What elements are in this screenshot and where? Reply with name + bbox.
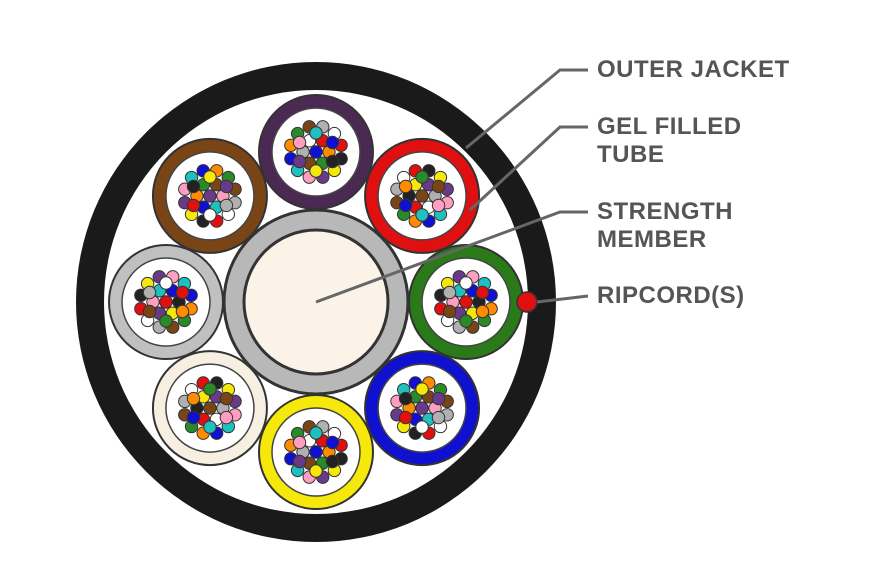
ripcord-leader-line	[536, 294, 589, 304]
gel-filled-tube	[258, 394, 374, 510]
fiber	[398, 179, 413, 194]
strength-member-label-line1: STRENGTH	[597, 198, 733, 225]
fiber	[186, 391, 201, 406]
fiber	[219, 198, 234, 213]
gel-filled-tube-label: GEL FILLED TUBE	[597, 113, 742, 169]
fiber	[415, 382, 429, 396]
fiber	[398, 198, 413, 213]
strength-member-leader-line	[315, 210, 588, 304]
fiber	[309, 126, 323, 140]
fiber	[159, 314, 173, 328]
fiber	[159, 276, 173, 290]
fiber	[325, 135, 340, 150]
fiber	[309, 426, 323, 440]
fiber	[475, 285, 490, 300]
fiber	[431, 410, 446, 425]
fiber	[415, 170, 429, 184]
gel-filled-tube-leader-line	[468, 125, 588, 212]
fiber	[309, 445, 323, 459]
gel-filled-tube	[151, 350, 268, 467]
fiber	[325, 154, 340, 169]
fiber	[442, 304, 457, 319]
outer-jacket-leader-line	[465, 68, 588, 150]
strength-member-label-line2: MEMBER	[597, 226, 707, 253]
fiber	[203, 382, 217, 396]
fiber	[325, 454, 340, 469]
fiber	[459, 314, 473, 328]
fiber	[203, 208, 217, 222]
fiber	[459, 276, 473, 290]
fiber	[415, 420, 429, 434]
fiber	[219, 410, 234, 425]
gel-filled-tube	[408, 244, 524, 360]
fiber	[459, 295, 473, 309]
fiber	[292, 135, 307, 150]
fiber	[219, 391, 234, 406]
fiber	[309, 145, 323, 159]
fiber	[431, 391, 446, 406]
fiber	[415, 208, 429, 222]
fiber	[203, 189, 217, 203]
gel-filled-tube	[258, 94, 374, 210]
gel-filled-tube	[364, 350, 481, 467]
gel-filled-tube-label-line1: GEL FILLED	[597, 113, 742, 140]
fiber	[415, 401, 429, 415]
fiber	[398, 391, 413, 406]
fiber	[186, 198, 201, 213]
fiber	[186, 179, 201, 194]
fiber	[292, 435, 307, 450]
fiber	[398, 410, 413, 425]
fiber	[475, 304, 490, 319]
fiber	[203, 170, 217, 184]
fiber	[219, 179, 234, 194]
fiber	[203, 420, 217, 434]
strength-member-label: STRENGTH MEMBER	[597, 198, 733, 254]
fiber	[431, 179, 446, 194]
fiber	[203, 401, 217, 415]
fiber	[159, 295, 173, 309]
fiber	[175, 304, 190, 319]
fiber	[142, 285, 157, 300]
gel-filled-tube	[364, 137, 481, 254]
ripcord	[516, 291, 538, 313]
fiber	[431, 198, 446, 213]
fiber	[325, 435, 340, 450]
fiber	[309, 164, 323, 178]
fiber	[186, 410, 201, 425]
outer-jacket-label: OUTER JACKET	[597, 56, 790, 83]
ripcord-label: RIPCORD(S)	[597, 282, 745, 309]
gel-filled-tube-label-line2: TUBE	[597, 141, 665, 168]
fiber	[442, 285, 457, 300]
fiber	[309, 464, 323, 478]
fiber	[292, 154, 307, 169]
gel-filled-tube	[108, 244, 224, 360]
leader-lines	[315, 68, 589, 304]
fiber	[142, 304, 157, 319]
gel-filled-tube	[151, 137, 268, 254]
fiber	[415, 189, 429, 203]
cable-body	[76, 62, 556, 542]
fiber	[175, 285, 190, 300]
fiber	[292, 454, 307, 469]
